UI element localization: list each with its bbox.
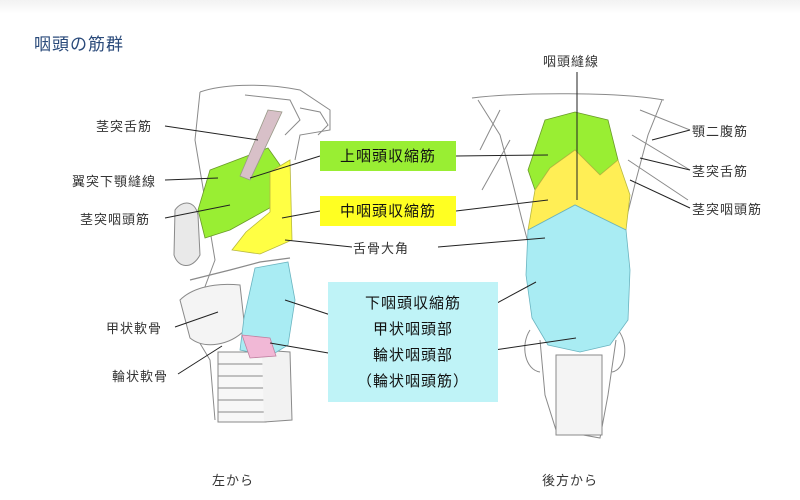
label-cricopharyngeus-muscle: （輪状咽頭筋） <box>356 372 469 390</box>
label-thyroid-cartilage: 甲状軟骨 <box>106 322 163 337</box>
label-cricopharyngeal-part: 輪状咽頭部 <box>372 346 453 364</box>
left-cricopharyngeus <box>241 334 277 359</box>
label-cricoid-cartilage: 輪状軟骨 <box>112 370 169 385</box>
caption-left-view: 左から <box>212 474 255 489</box>
label-stylopharyngeus-left: 茎突咽頭筋 <box>80 213 151 228</box>
caption-posterior-view: 後方から <box>542 474 599 489</box>
label-superior-constrictor: 上咽頭収縮筋 <box>320 141 456 171</box>
label-middle-constrictor: 中咽頭収縮筋 <box>320 196 456 226</box>
label-digastric: 顎二腹筋 <box>692 125 749 140</box>
label-styloglossus-right: 茎突舌筋 <box>692 165 749 180</box>
label-styloglossus-left: 茎突舌筋 <box>96 120 153 135</box>
left-styloglossus <box>239 109 283 181</box>
right-view-drawing <box>471 93 691 439</box>
inferior-constrictor-box: 下咽頭収縮筋 甲状咽頭部 輪状咽頭部 （輪状咽頭筋） <box>328 282 498 402</box>
label-thyropharyngeal-part: 甲状咽頭部 <box>372 320 453 338</box>
left-inferior-constrictor <box>239 261 296 357</box>
label-stylopharyngeus-right: 茎突咽頭筋 <box>692 203 763 218</box>
label-inferior-constrictor: 下咽頭収縮筋 <box>364 294 461 312</box>
left-superior-constrictor <box>197 147 281 239</box>
label-pharyngeal-raphe: 咽頭縫線 <box>543 55 600 70</box>
left-middle-constrictor <box>231 159 293 255</box>
label-pterygomandibular-raphe: 翼突下顎縫線 <box>72 175 157 190</box>
right-inferior-constrictor <box>525 204 631 353</box>
left-view-drawing <box>173 84 331 423</box>
label-greater-horn-hyoid: 舌骨大角 <box>353 242 410 257</box>
page-title: 咽頭の筋群 <box>34 35 124 55</box>
